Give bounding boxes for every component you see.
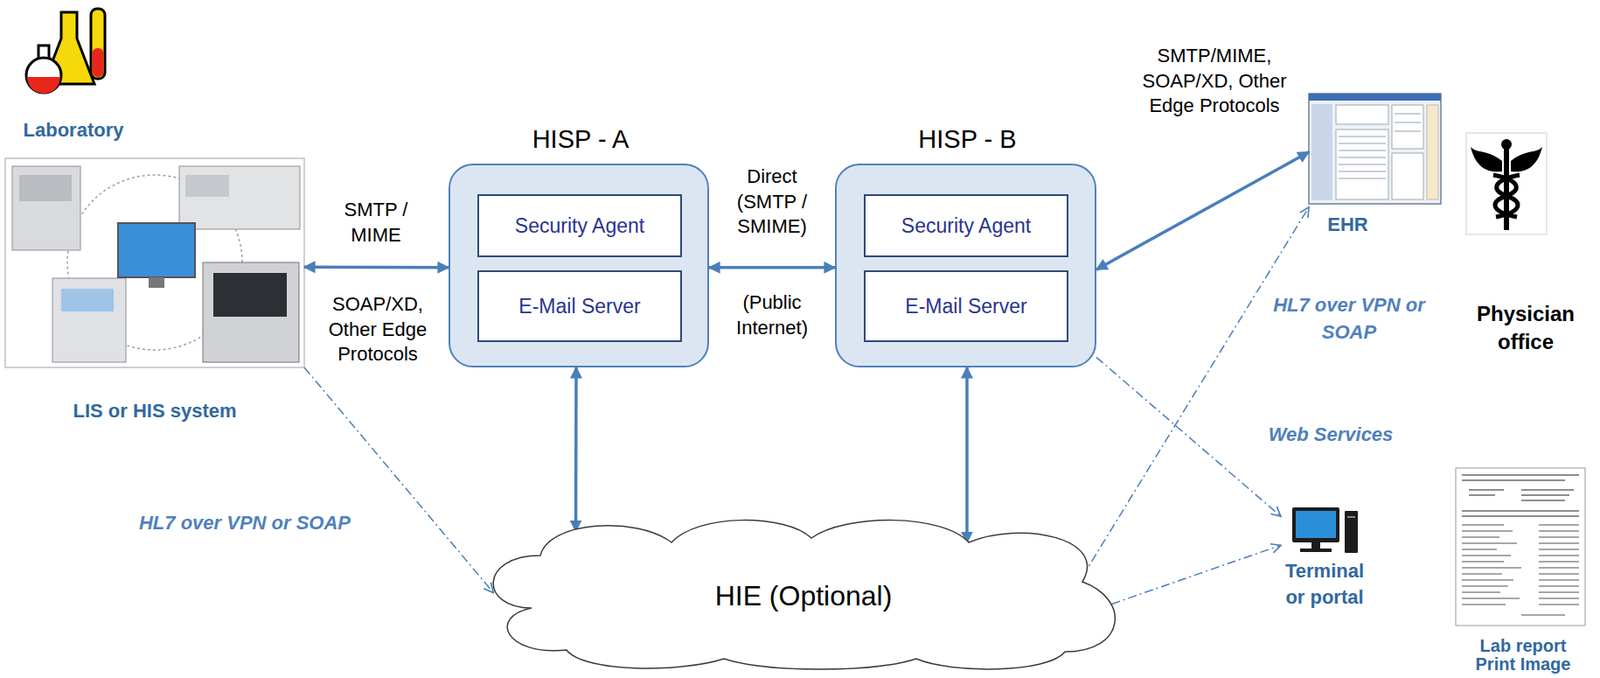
cloud-shape — [493, 520, 1115, 669]
analyzer-window — [213, 272, 287, 317]
node-caption: HISP - B — [854, 125, 1082, 154]
protocol-label: SOAP/XD, Other Edge Protocols — [322, 292, 433, 368]
hie-cloud: HIE (Optional) — [479, 511, 1128, 674]
report-page — [1455, 467, 1586, 626]
panel — [1391, 104, 1424, 149]
edge-label: HL7 over VPN or SOAP — [1256, 292, 1442, 347]
connector — [1096, 152, 1309, 270]
window — [1308, 93, 1441, 204]
node-caption: LIS or HIS system — [23, 397, 286, 425]
edge-label: SMTP/MIME, SOAP/XD, Other Edge Protocols — [1131, 43, 1298, 119]
analyzer — [202, 262, 300, 362]
icon-caption: Lab report Print Image — [1467, 636, 1580, 674]
monitor-stand — [1311, 542, 1321, 549]
panel — [1426, 104, 1439, 200]
lab-report-image — [1455, 467, 1586, 626]
laboratory-icon — [26, 8, 105, 94]
report-lines — [1461, 474, 1580, 516]
email-server-box: E-Mail Server — [863, 270, 1069, 342]
monitor-stand — [148, 277, 165, 288]
node-text: Security Agent — [514, 214, 645, 238]
snake — [1495, 174, 1520, 217]
edge-label: Web Services — [1265, 421, 1397, 449]
test-tube — [90, 8, 105, 79]
security-agent-box: Security Agent — [863, 194, 1069, 258]
node-caption: HISP - A — [466, 125, 695, 154]
edge-label: Direct (SMTP / SMIME) — [717, 164, 827, 240]
wing — [1470, 146, 1503, 172]
wing — [1510, 146, 1543, 172]
symbol-frame — [1466, 132, 1547, 235]
caduceus-symbol — [1466, 132, 1547, 235]
report-lines — [1461, 524, 1580, 615]
network-label: (Public Internet) — [723, 290, 821, 341]
icon-caption: Laboratory — [12, 117, 135, 144]
drive-slot — [1347, 515, 1356, 518]
screen — [1295, 510, 1336, 538]
hisp-box: HISP - ASecurity AgentE-Mail Server — [448, 163, 710, 368]
test-tube-liquid — [92, 48, 105, 77]
node-text: E-Mail Server — [518, 294, 640, 319]
monitor — [118, 222, 195, 278]
computer-tower — [1344, 510, 1358, 553]
panel — [1391, 153, 1424, 200]
lis-system-node: LIS or HIS system — [5, 158, 305, 368]
staff — [1503, 146, 1510, 230]
hisp-box: HISP - BSecurity AgentE-Mail Server — [834, 163, 1097, 368]
icon-caption: Physician office — [1471, 299, 1580, 357]
connector — [965, 367, 969, 543]
picture-frame — [5, 158, 305, 368]
monitor-base — [1300, 548, 1332, 552]
dashed-connector — [1082, 207, 1309, 577]
terminal-node: Terminal or portal — [1280, 500, 1369, 607]
round-flask — [26, 57, 62, 93]
ehr-node: EHR — [1308, 90, 1443, 237]
security-agent-box: Security Agent — [477, 194, 682, 258]
analyzer-screen — [61, 288, 114, 312]
side-panel — [1311, 104, 1333, 201]
connector — [709, 265, 835, 270]
dashed-connector — [304, 367, 494, 593]
node-text: Security Agent — [901, 214, 1031, 238]
edge-label: SMTP / MIME — [336, 197, 416, 248]
analyzer — [52, 278, 126, 362]
terminal-icon — [1292, 507, 1358, 553]
monitor — [1292, 507, 1340, 543]
node-caption: Terminal or portal — [1280, 557, 1369, 610]
analyzer-panel — [19, 174, 72, 202]
node-caption: EHR — [1313, 211, 1384, 238]
dashed-connector — [1096, 356, 1281, 516]
title-bar — [1308, 93, 1441, 101]
lis-picture — [5, 158, 305, 368]
round-flask-liquid — [27, 76, 61, 94]
analyzer — [12, 166, 81, 251]
connector — [304, 265, 449, 270]
node-text: HIE (Optional) — [715, 572, 893, 613]
analyzer-panel — [185, 174, 230, 197]
node-text: E-Mail Server — [904, 294, 1027, 319]
email-server-box: E-Mail Server — [477, 270, 682, 342]
ehr-screenshot — [1308, 93, 1441, 204]
panel — [1335, 104, 1389, 125]
edge-label: HL7 over VPN or SOAP — [126, 509, 363, 537]
connector — [574, 367, 578, 531]
analyzer — [179, 166, 300, 230]
dashed-connector — [1111, 544, 1281, 604]
